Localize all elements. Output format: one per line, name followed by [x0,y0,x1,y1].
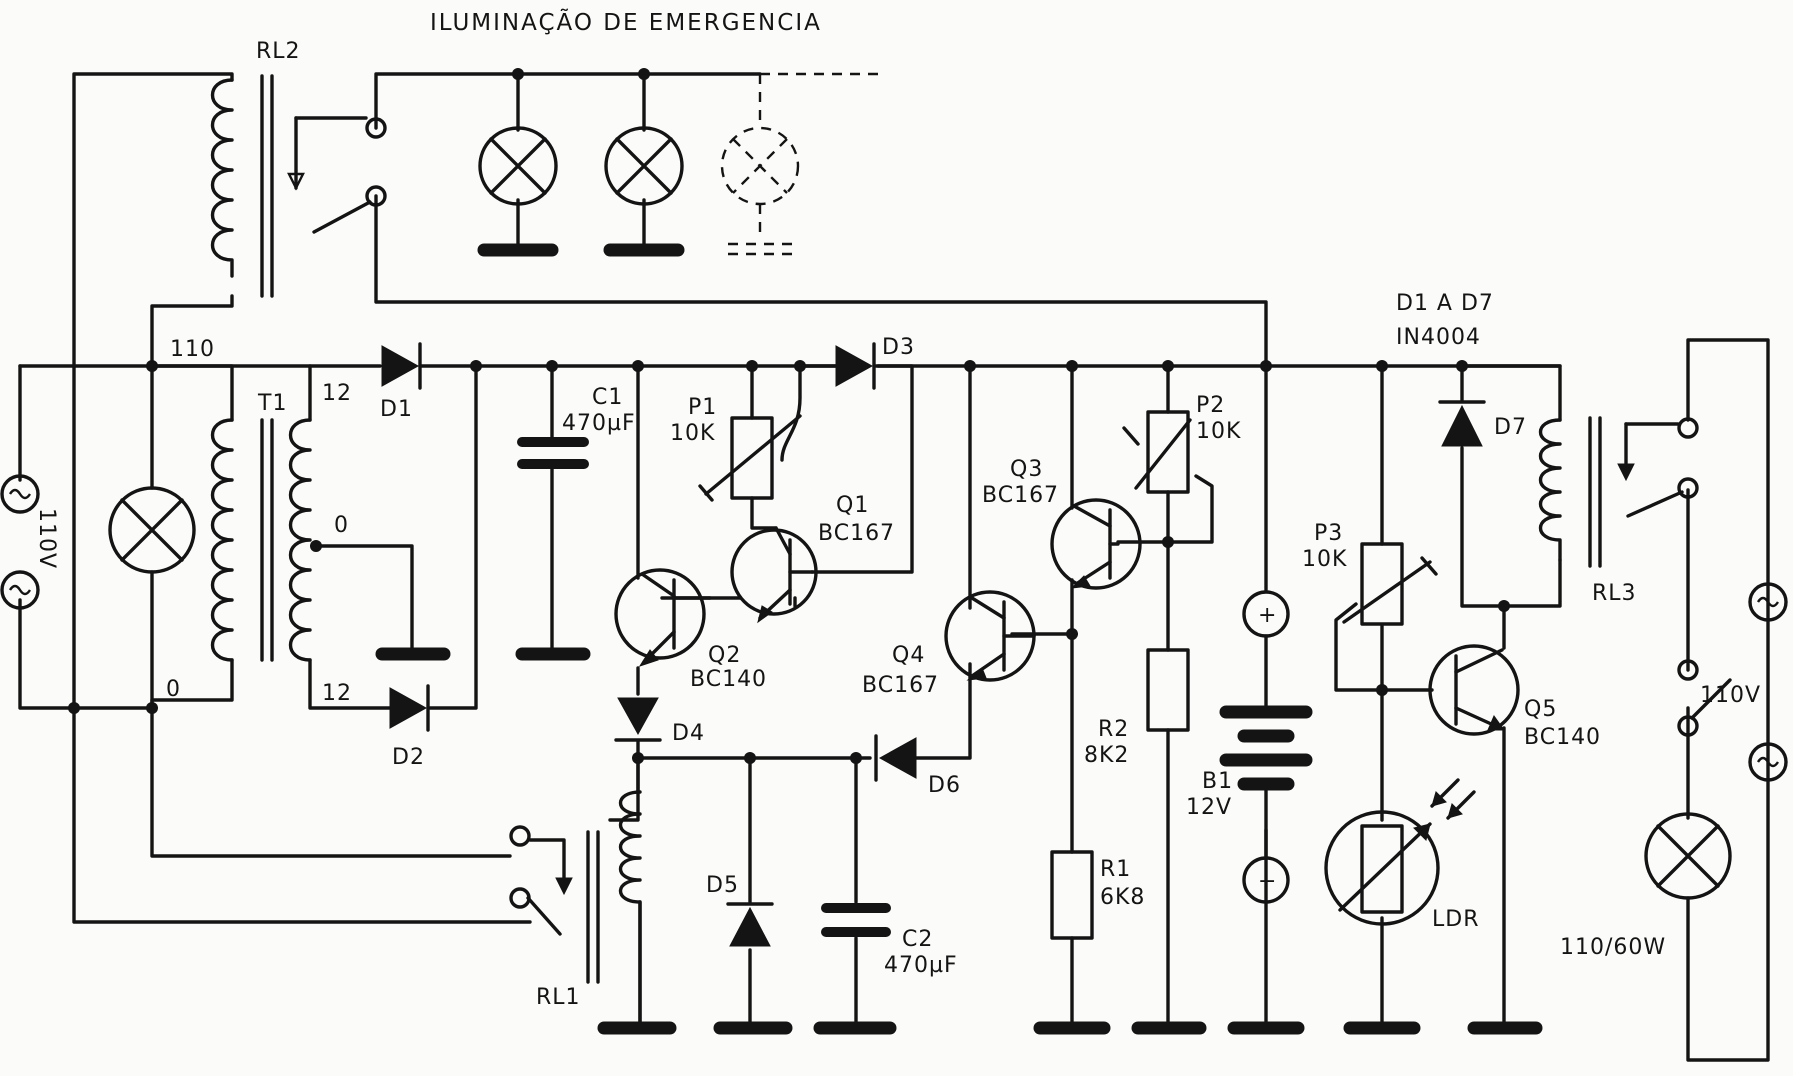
t1-label: T1 [257,391,287,416]
diode-d1: D1 [380,342,422,422]
resistor-r2: R2 8K2 [1084,648,1190,768]
d4-label: D4 [672,721,705,746]
d1-label: D1 [380,397,413,422]
relay-rl2: RL2 [210,39,387,298]
mains-right-label: 110V [1700,683,1761,708]
ground-symbols [375,647,1543,1035]
main-lamp-right: 110/60W [1560,812,1732,960]
q2-type: BC140 [690,667,767,692]
diode-d5: D5 [706,873,774,947]
transistor-q2: Q2 BC140 [614,568,767,692]
d6-label: D6 [928,773,961,798]
rl2-label: RL2 [256,39,301,64]
q5-type: BC140 [1524,725,1601,750]
resistor-r1: R1 6K8 [1050,850,1145,940]
t1-secondary-center: 0 [334,513,349,538]
transistor-q1: Q1 BC167 [730,493,895,624]
t1-primary-bottom: 0 [166,677,181,702]
mains-left-label: 110V [34,508,59,569]
ldr-sensor: LDR [1324,778,1479,932]
mains-source-left: 110V [0,474,59,610]
potentiometer-p1: P1 10K [670,395,802,502]
p1-label: P1 [688,395,717,420]
transistor-q4: Q4 BC167 [862,590,1036,698]
ldr-label: LDR [1432,907,1479,932]
transistor-q3: Q3 BC167 [982,457,1142,590]
battery-b1: + − B1 12V [1186,590,1313,904]
wiring [18,72,1770,1062]
diode-d3: D3 [835,335,915,390]
junction-nodes [68,68,1510,764]
diode-d2: D2 [389,684,430,770]
q1-label: Q1 [836,493,869,518]
r1-label: R1 [1100,857,1131,882]
t1-secondary-top: 12 [322,381,352,406]
diode-d7: D7 [1438,400,1527,447]
transformer-t1: T1 110 0 12 0 12 [166,337,352,706]
t1-secondary-bottom: 12 [322,681,352,706]
battery-minus: − [1258,869,1277,894]
pilot-lamp [108,486,196,574]
relay-rl1: RL1 [509,756,642,1028]
d5-label: D5 [706,873,739,898]
q2-label: Q2 [708,643,741,668]
p2-value: 10K [1196,419,1241,444]
d3-label: D3 [882,335,915,360]
q4-label: Q4 [892,643,925,668]
r1-value: 6K8 [1100,885,1145,910]
r2-label: R2 [1098,717,1129,742]
diode-note-line1: D1 A D7 [1396,291,1494,316]
schematic-title: ILUMINAÇÃO DE EMERGENCIA [430,8,822,36]
t1-primary-top: 110 [170,337,215,362]
b1-value: 12V [1186,795,1232,820]
transistor-q5: Q5 BC140 [1428,644,1601,750]
diode-d4: D4 [614,697,705,746]
q1-type: BC167 [818,521,895,546]
p3-value: 10K [1302,547,1347,572]
capacitor-c2: C2 470µF [821,903,958,978]
q5-label: Q5 [1524,697,1557,722]
q3-label: Q3 [1010,457,1043,482]
r2-value: 8K2 [1084,743,1129,768]
p1-value: 10K [670,421,715,446]
q4-type: BC167 [862,673,939,698]
capacitor-c1: C1 470µF [517,385,636,469]
c1-value: 470µF [562,411,636,436]
potentiometer-p3: P3 10K [1302,521,1438,626]
d7-label: D7 [1494,415,1527,440]
rl1-label: RL1 [536,985,581,1010]
main-lamp-label: 110/60W [1560,935,1666,960]
emergency-lamps [477,72,880,257]
c2-value: 470µF [884,953,958,978]
d2-label: D2 [392,745,425,770]
p3-label: P3 [1314,521,1343,546]
battery-plus: + [1258,603,1277,628]
q3-type: BC167 [982,483,1059,508]
b1-label: B1 [1202,769,1233,794]
potentiometer-p2: P2 10K [1122,393,1241,494]
mains-source-right: 110V [1677,582,1788,782]
diode-note-line2: IN4004 [1396,325,1481,350]
diode-d6: D6 [874,734,961,798]
relay-rl3: RL3 [1539,416,1699,606]
p2-label: P2 [1196,393,1225,418]
rl3-label: RL3 [1592,581,1637,606]
c2-label: C2 [902,927,933,952]
c1-label: C1 [592,385,623,410]
